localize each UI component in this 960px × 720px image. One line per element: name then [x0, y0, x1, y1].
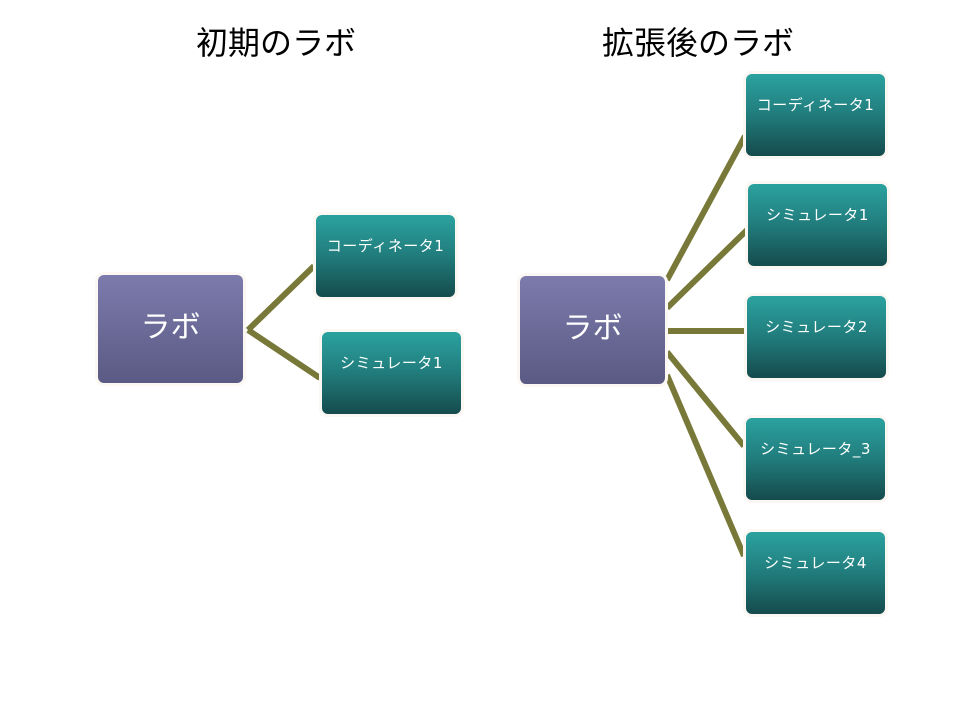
initial-lab-child-node: シミュレータ1: [322, 332, 461, 414]
expanded-lab-child-node: シミュレータ2: [747, 296, 886, 378]
connector-expanded-simulator4: [664, 373, 747, 558]
child-node-label: コーディネータ1: [756, 95, 875, 114]
initial-lab-root-node: ラボ: [98, 275, 243, 383]
child-node-label: シミュレータ4: [764, 553, 867, 572]
expanded-lab-root-node: ラボ: [520, 276, 665, 384]
expanded-lab-child-node: シミュレータ1: [748, 184, 887, 266]
root-node-label: ラボ: [562, 311, 623, 346]
initial-lab-title: 初期のラボ: [196, 24, 357, 62]
child-node-label: シミュレータ2: [765, 317, 868, 336]
expanded-lab-child-node: シミュレータ_3: [746, 418, 885, 500]
expanded-lab-title: 拡張後のラボ: [602, 24, 795, 62]
expanded-lab-child-node: コーディネータ1: [746, 74, 885, 156]
child-node-label: シミュレータ_3: [760, 439, 871, 458]
connector-expanded-simulator3: [664, 350, 747, 448]
child-node-label: シミュレータ1: [766, 205, 869, 224]
child-node-label: コーディネータ1: [326, 236, 445, 255]
connector-expanded-coordinator: [664, 134, 748, 282]
connector-initial-coordinator: [245, 263, 317, 333]
root-node-label: ラボ: [140, 310, 201, 345]
initial-lab-child-node: コーディネータ1: [316, 215, 455, 297]
child-node-label: シミュレータ1: [340, 353, 443, 372]
expanded-lab-child-node: シミュレータ4: [746, 532, 885, 614]
connector-initial-simulator1: [246, 327, 322, 381]
connector-expanded-simulator1: [664, 227, 750, 311]
